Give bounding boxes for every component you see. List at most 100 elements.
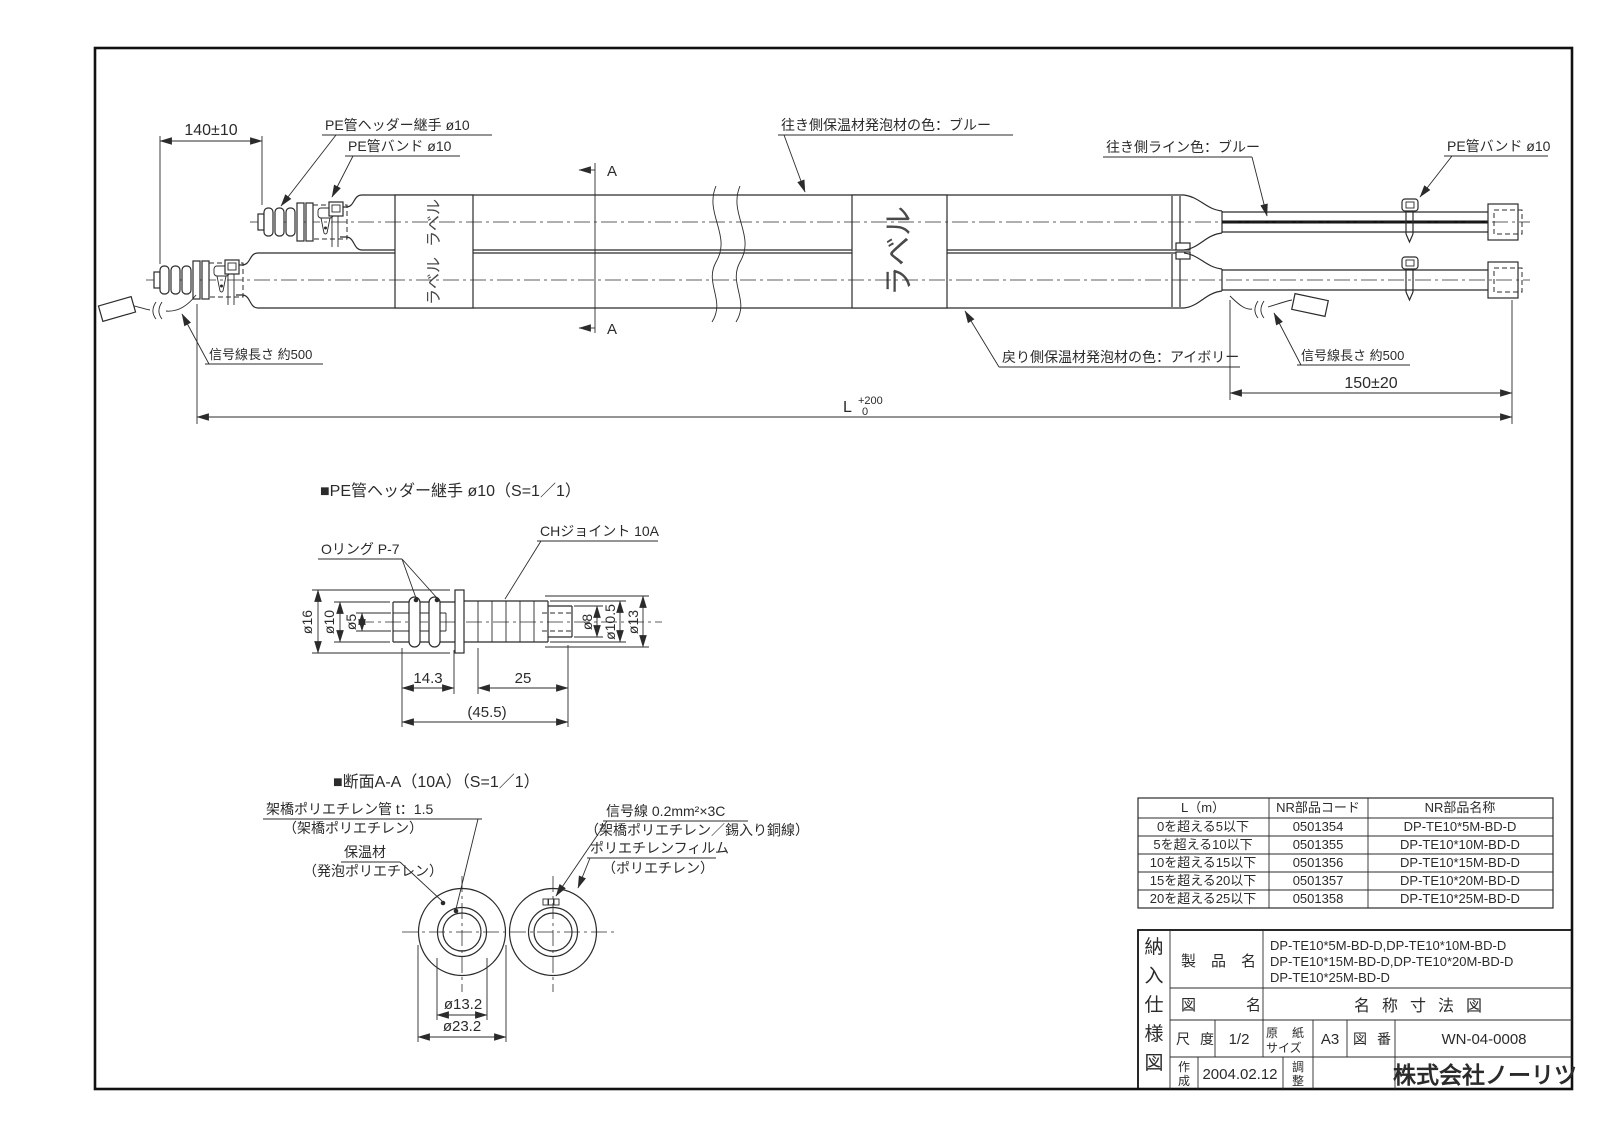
dim-dia-outer: ø23.2 <box>443 1018 481 1035</box>
table-header-code: NR部品コード <box>1276 800 1360 815</box>
product-line-3: DP-TE10*25M-BD-D <box>1270 970 1390 985</box>
section-title: ■断面A-A（10A）（S=1／1） <box>333 773 540 791</box>
table-row: 15を超える20以下 0501357 DP-TE10*20M-BD-D <box>1150 873 1520 888</box>
adjust-label-2: 整 <box>1292 1073 1304 1088</box>
dim-dia13: ø13 <box>625 610 641 634</box>
ch-joint-label: CHジョイント 10A <box>540 523 660 539</box>
signal-core-1 <box>542 898 549 906</box>
row3-range: 10を超える15以下 <box>1150 855 1257 870</box>
paper-value: A3 <box>1321 1031 1339 1048</box>
created-label-1: 作 <box>1178 1060 1190 1074</box>
company-name: 株式会社ノーリツ <box>1393 1062 1577 1088</box>
pe-band-right-lower <box>1401 256 1419 302</box>
dim-offset: 140±10 <box>184 122 237 139</box>
doc-type-char-5: 図 <box>1144 1053 1163 1074</box>
section-marks: A A <box>578 163 617 338</box>
film-sub: （ポリエチレン） <box>602 860 714 876</box>
joint-profile <box>358 589 662 654</box>
paper-label-1: 原紙 <box>1266 1025 1318 1040</box>
dim-14-3: 14.3 <box>413 670 442 687</box>
doc-type-char-4: 様 <box>1144 1023 1163 1045</box>
joint-dimensions: ø16 ø10 ø5 ø8 ø10.5 ø13 14.3 25 (45.5) <box>299 589 649 727</box>
label-box-1: ラベル ラベル <box>394 194 474 309</box>
going-line-label: 往き側ライン色：ブルー <box>1106 139 1260 155</box>
table-header-name: NR部品名称 <box>1425 800 1496 815</box>
signal-wire-right <box>1229 292 1330 319</box>
band-label-left: PE管バンド ø10 <box>348 138 452 154</box>
parts-table: L（m） NR部品コード NR部品名称 0を超える5以下 0501354 DP-… <box>1137 797 1554 909</box>
row3-name: DP-TE10*15M-BD-D <box>1400 855 1520 870</box>
dim-dia16: ø16 <box>299 610 315 634</box>
row5-name: DP-TE10*25M-BD-D <box>1400 891 1520 906</box>
dim-dia5: ø5 <box>343 614 359 631</box>
pex-pipe-sub: （架橋ポリエチレン） <box>283 820 423 836</box>
row1-name: DP-TE10*5M-BD-D <box>1404 819 1517 834</box>
row4-code: 0501357 <box>1293 873 1344 888</box>
film-label: ポリエチレンフィルム <box>590 840 729 856</box>
header-fitting-lower <box>153 259 244 305</box>
joint-detail-view: ■PE管ヘッダー継手 ø10（S=1／1） ø16 ø10 ø5 <box>299 482 662 727</box>
dim-total-tol-minus: 0 <box>862 406 868 418</box>
paper-label-2: サイズ <box>1266 1040 1302 1055</box>
number-label: 図番 <box>1353 1031 1401 1047</box>
scale-label: 尺度 <box>1176 1031 1224 1047</box>
band-label-right: PE管バンド ø10 <box>1447 138 1551 154</box>
row1-range: 0を超える5以下 <box>1157 819 1249 834</box>
product-line-2: DP-TE10*15M-BD-D,DP-TE10*20M-BD-D <box>1270 954 1513 969</box>
dim-end: 150±20 <box>1344 375 1397 392</box>
row2-range: 5を超える10以下 <box>1153 837 1252 852</box>
number-value: WN-04-0008 <box>1441 1031 1526 1048</box>
drawing-name-label: 図名 <box>1181 997 1311 1014</box>
signal-core-2 <box>548 898 554 906</box>
adjust-label-1: 調 <box>1292 1060 1304 1074</box>
doc-type-char-3: 仕 <box>1144 994 1163 1016</box>
dim-dia8: ø8 <box>579 614 595 631</box>
signal-wire-tag-left <box>97 295 137 323</box>
pipe-label-lower: ラベル <box>426 257 443 305</box>
dim-total-tol-plus: +200 <box>858 395 883 407</box>
break-lines <box>711 185 746 323</box>
joint-label: PE管ヘッダー継手 ø10 <box>325 117 470 133</box>
table-row: 10を超える15以下 0501356 DP-TE10*15M-BD-D <box>1150 855 1520 870</box>
centerlines <box>146 221 1530 281</box>
row4-range: 15を超える20以下 <box>1150 873 1257 888</box>
product-line-1: DP-TE10*5M-BD-D,DP-TE10*10M-BD-D <box>1270 938 1506 953</box>
oring-label: Oリング P-7 <box>321 541 400 557</box>
signal-length-left: 信号線長さ 約500 <box>209 347 312 362</box>
row4-name: DP-TE10*20M-BD-D <box>1400 873 1520 888</box>
created-label-2: 成 <box>1178 1074 1190 1088</box>
dim-dia10-5: ø10.5 <box>602 604 618 640</box>
drawing-name: 名称寸法図 <box>1354 997 1494 1015</box>
section-mark-top: A <box>607 163 617 180</box>
row1-code: 0501354 <box>1293 819 1344 834</box>
dim-dia10: ø10 <box>321 610 337 634</box>
pipe-label-large: ラベル <box>883 206 916 296</box>
section-mark-bottom: A <box>607 321 617 338</box>
cross-section-view: ■断面A-A（10A）（S=1／1） 架橋ポリエチレン管 t：1.5 （架橋ポリ… <box>263 773 809 1042</box>
insulation-label: 保温材 <box>344 844 386 860</box>
pe-band-head-lower <box>224 259 240 275</box>
pe-band-head-upper <box>328 201 344 217</box>
section-leaders: 架橋ポリエチレン管 t：1.5 （架橋ポリエチレン） 保温材 （発泡ポリエチレン… <box>263 801 809 914</box>
product-label: 製品名 <box>1181 953 1271 970</box>
assembly-view: ラベル ラベル ラベル <box>97 117 1551 424</box>
going-foam-label: 往き側保温材発泡材の色：ブルー <box>781 117 991 133</box>
scale-value: 1/2 <box>1229 1031 1250 1048</box>
row5-code: 0501358 <box>1293 891 1344 906</box>
table-row: 5を超える10以下 0501355 DP-TE10*10M-BD-D <box>1153 837 1520 852</box>
signal-label: 信号線 0.2mm²×3C <box>606 803 725 819</box>
dim-45-5: (45.5) <box>467 704 506 721</box>
signal-core-3 <box>553 898 560 906</box>
dim-total: L <box>843 399 852 416</box>
doc-type-char-2: 入 <box>1144 966 1163 987</box>
row2-name: DP-TE10*10M-BD-D <box>1400 837 1520 852</box>
table-row: 0を超える5以下 0501354 DP-TE10*5M-BD-D <box>1157 819 1516 834</box>
drawing-frame <box>93 46 1574 1091</box>
section-circles <box>402 876 618 992</box>
dim-dia-inner: ø13.2 <box>444 996 482 1013</box>
assembly-leaders: PE管ヘッダー継手 ø10 PE管バンド ø10 往き側保温材発泡材の色：ブルー… <box>181 117 1551 368</box>
return-foam-label: 戻り側保温材発泡材の色：アイボリー <box>1002 349 1239 365</box>
signal-sub: （架橋ポリエチレン／錫入り銅線） <box>585 822 809 838</box>
pipe-right-end <box>1171 194 1523 309</box>
